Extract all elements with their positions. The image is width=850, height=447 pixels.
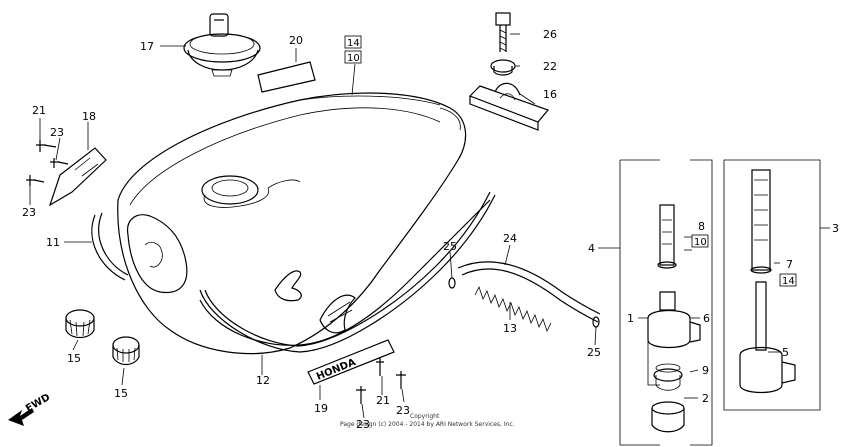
callout-16: 16 bbox=[543, 88, 557, 101]
callout-21-bottom: 21 bbox=[376, 394, 390, 407]
part-16-mount-bracket[interactable] bbox=[468, 82, 550, 131]
callout-22: 22 bbox=[543, 60, 557, 73]
callout-18: 18 bbox=[82, 110, 96, 123]
part-7-strainer[interactable] bbox=[750, 169, 772, 274]
callout-20: 20 bbox=[289, 34, 303, 47]
callout-17: 17 bbox=[140, 40, 154, 53]
part-25-clip-right[interactable] bbox=[592, 316, 600, 328]
callout-23-lower-left: 23 bbox=[22, 206, 36, 219]
callout-4: 4 bbox=[588, 242, 595, 255]
callout-6: 6 bbox=[703, 312, 710, 325]
copyright-line-2: Page design (c) 2004 - 2014 by ARI Netwo… bbox=[340, 421, 515, 428]
callout-5: 5 bbox=[782, 346, 789, 359]
part-8-strainer[interactable] bbox=[657, 204, 677, 269]
part-26-bolt[interactable] bbox=[495, 12, 511, 52]
part-petcock-body-left[interactable] bbox=[647, 291, 701, 433]
callout-15-right: 15 bbox=[114, 387, 128, 400]
callout-23-bottom-left: 23 bbox=[356, 418, 370, 431]
callout-2: 2 bbox=[702, 392, 709, 405]
callout-14-box bbox=[344, 35, 362, 49]
part-22-grommet[interactable] bbox=[490, 59, 516, 76]
part-23-screw-bottom-right[interactable] bbox=[396, 371, 406, 389]
part-23-screw-upper-left[interactable] bbox=[50, 158, 69, 168]
callout-24: 24 bbox=[503, 232, 517, 245]
part-12-rubber-strip[interactable] bbox=[199, 191, 496, 353]
callout-1: 1 bbox=[627, 312, 634, 325]
callout-11: 11 bbox=[46, 236, 60, 249]
callout-9: 9 bbox=[702, 364, 709, 377]
callout-15-left: 15 bbox=[67, 352, 81, 365]
callout-13: 13 bbox=[503, 322, 517, 335]
callout-10-right: 10 bbox=[694, 237, 707, 248]
part-11-rubber-strip[interactable] bbox=[91, 212, 129, 281]
callout-19: 19 bbox=[314, 402, 328, 415]
part-23-screw-bottom-left[interactable] bbox=[356, 386, 366, 404]
callout-14-box-right bbox=[779, 273, 797, 287]
part-9-gasket[interactable] bbox=[655, 363, 681, 373]
callout-14-top: 14 bbox=[347, 38, 360, 49]
fwd-arrow-icon bbox=[8, 408, 34, 426]
fuel-tank[interactable] bbox=[117, 92, 491, 355]
callout-10-box-right bbox=[691, 234, 709, 248]
part-21-bolt-bottom[interactable] bbox=[376, 358, 384, 376]
part-20-label[interactable] bbox=[257, 61, 316, 93]
callout-8: 8 bbox=[698, 220, 705, 233]
part-4-petcock-assembly-box[interactable] bbox=[619, 159, 713, 446]
part-3-petcock-assembly-box[interactable] bbox=[723, 159, 821, 411]
callout-14-right: 14 bbox=[782, 276, 795, 287]
part-17-fuel-cap[interactable] bbox=[183, 13, 261, 77]
callout-23-bottom-right: 23 bbox=[396, 404, 410, 417]
part-13-spring[interactable] bbox=[474, 285, 552, 333]
callout-10-top: 10 bbox=[347, 53, 360, 64]
callout-10-box bbox=[344, 50, 362, 64]
copyright-line-1: Copyright bbox=[410, 413, 440, 420]
callout-7: 7 bbox=[786, 258, 793, 271]
part-18-bracket[interactable] bbox=[48, 147, 107, 207]
callout-21-left: 21 bbox=[32, 104, 46, 117]
fwd-label: FWD bbox=[24, 392, 52, 415]
callout-26: 26 bbox=[543, 28, 557, 41]
part-15-cushion-right[interactable] bbox=[112, 336, 140, 366]
part-5-petcock-right[interactable] bbox=[739, 281, 796, 394]
part-19-honda-emblem[interactable]: HONDA bbox=[307, 294, 395, 385]
callout-25-left: 25 bbox=[443, 240, 457, 253]
part-25-clip-left[interactable] bbox=[448, 277, 456, 289]
callout-23-upper-left: 23 bbox=[50, 126, 64, 139]
part-23-screw-lower-left[interactable] bbox=[26, 175, 45, 186]
part-21-bolt-left[interactable] bbox=[36, 140, 57, 152]
callout-3: 3 bbox=[832, 222, 839, 235]
callout-12: 12 bbox=[256, 374, 270, 387]
part-15-cushion-left[interactable] bbox=[65, 309, 95, 339]
callout-25-right: 25 bbox=[587, 346, 601, 359]
part-24-fuel-line[interactable] bbox=[457, 261, 601, 323]
